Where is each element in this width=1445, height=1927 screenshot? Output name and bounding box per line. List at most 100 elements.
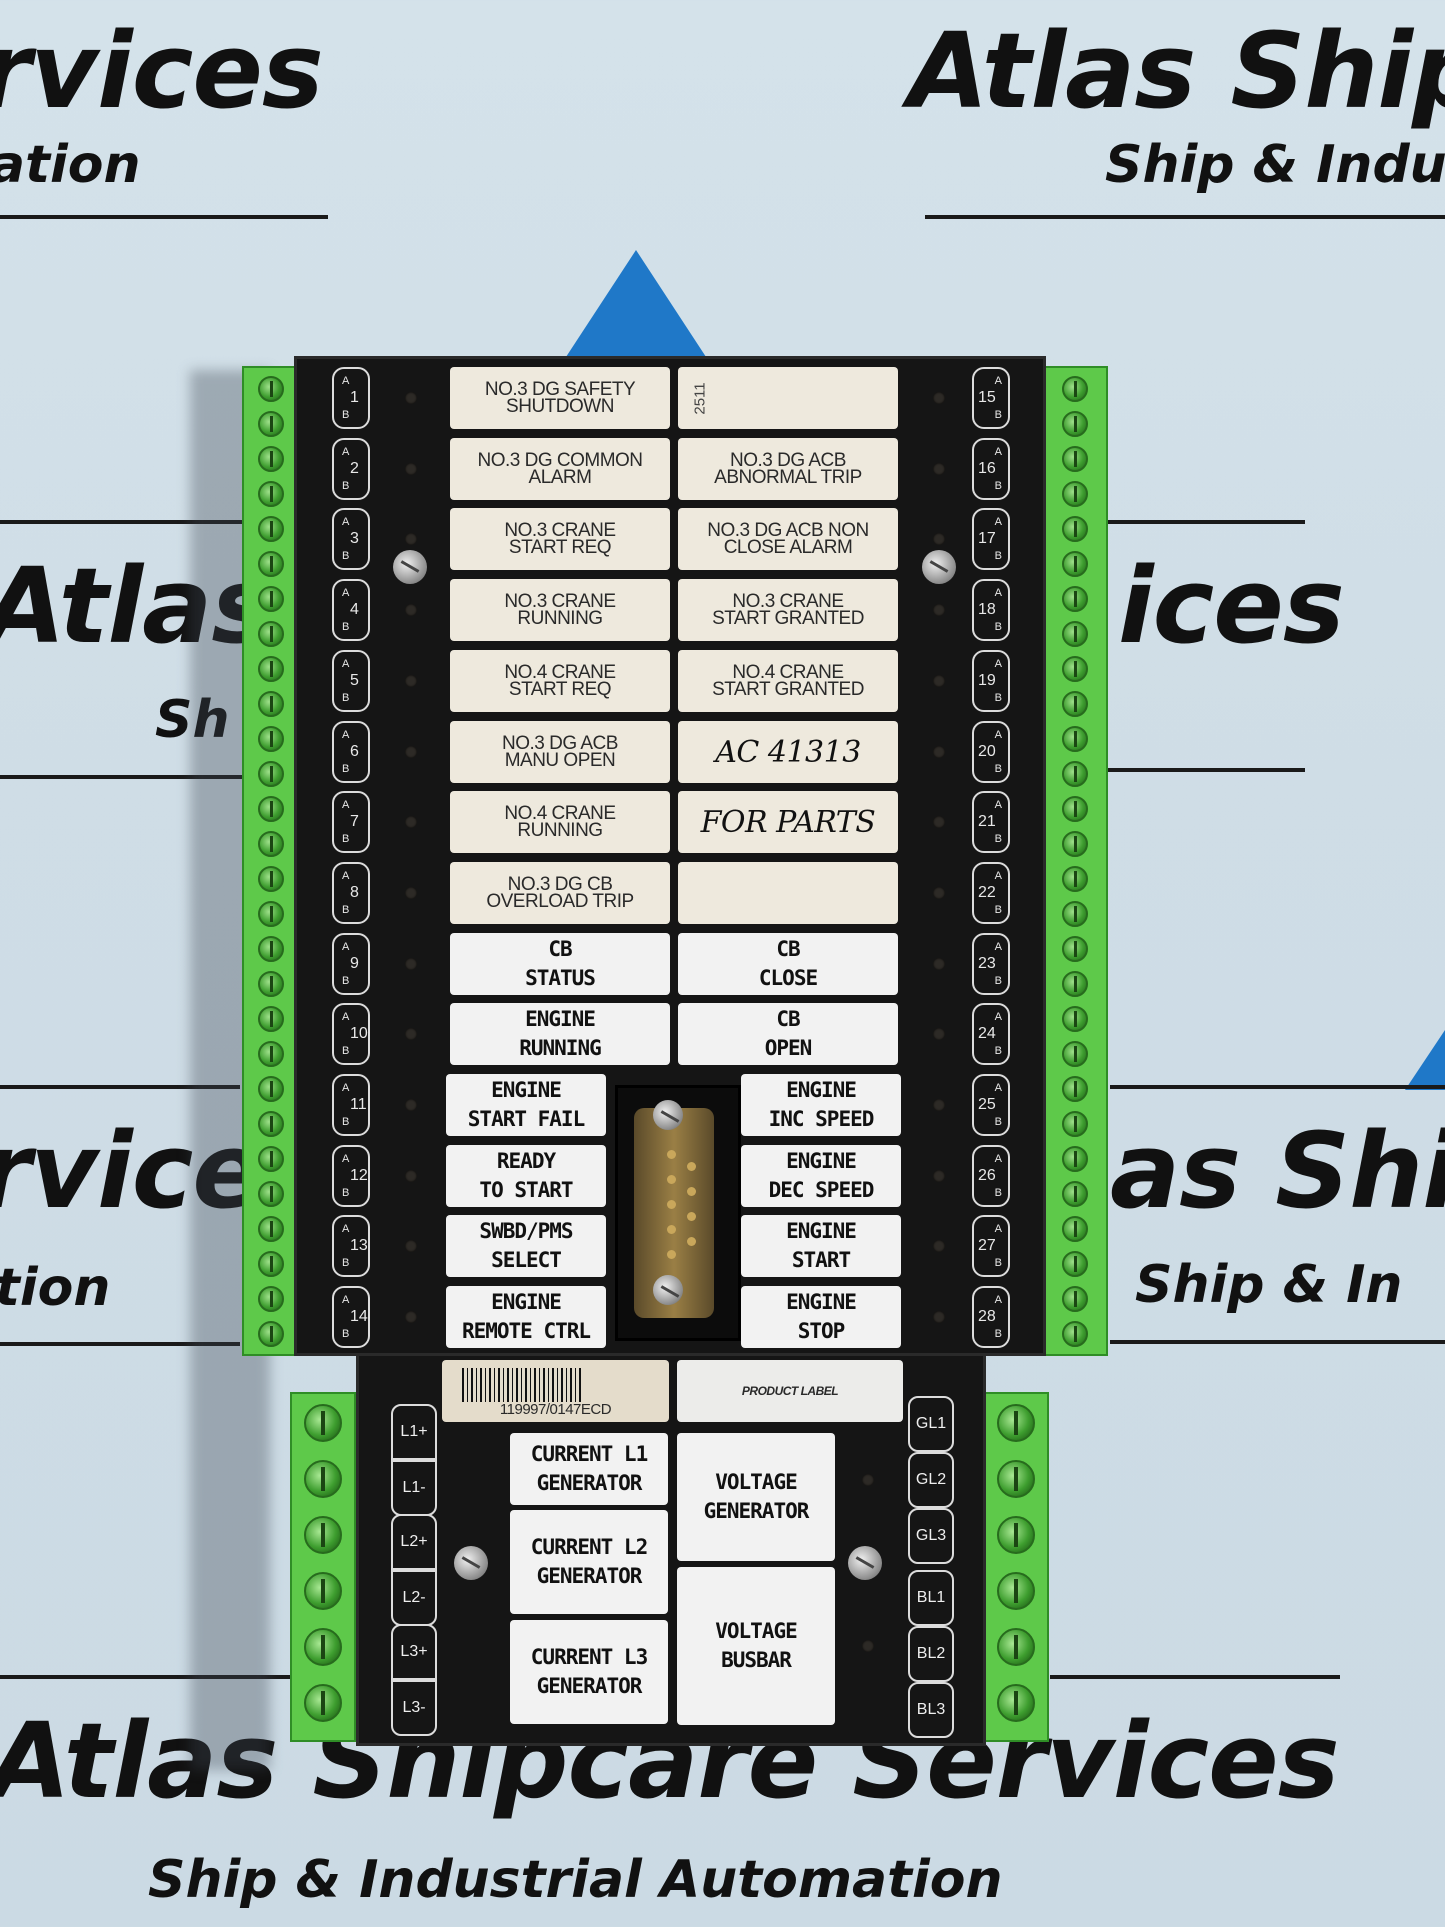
- terminal-screw[interactable]: [258, 1111, 284, 1137]
- lower-terminal-gl2: GL2: [908, 1452, 954, 1508]
- terminal-screw[interactable]: [258, 446, 284, 472]
- channel-label-9-line2: STATUS: [525, 966, 596, 990]
- terminal-screw[interactable]: [258, 1181, 284, 1207]
- terminal-screw[interactable]: [1062, 411, 1088, 437]
- terminal-screw[interactable]: [258, 1146, 284, 1172]
- terminal-screw[interactable]: [258, 1321, 284, 1347]
- channel-label-17-line2: CLOSE ALARM: [723, 537, 853, 558]
- rule-mid-right-2: [1090, 768, 1305, 772]
- terminal-screw[interactable]: [258, 586, 284, 612]
- terminal-screw[interactable]: [1062, 691, 1088, 717]
- terminal-screw[interactable]: [1062, 376, 1088, 402]
- terminal-screw[interactable]: [258, 1076, 284, 1102]
- terminal-screw[interactable]: [997, 1460, 1035, 1498]
- terminal-screw[interactable]: [258, 761, 284, 787]
- terminal-screw[interactable]: [1062, 551, 1088, 577]
- terminal-screw[interactable]: [1062, 1251, 1088, 1277]
- terminal-screw[interactable]: [258, 1041, 284, 1067]
- terminal-screw[interactable]: [1062, 1111, 1088, 1137]
- voltage-bus-line1: VOLTAGE: [715, 1619, 798, 1643]
- terminal-screw[interactable]: [1062, 1006, 1088, 1032]
- channel-label-6-line1: NO.3 DG ACB: [502, 733, 618, 754]
- terminal-number: 28: [978, 1308, 996, 1325]
- terminal-screw[interactable]: [258, 516, 284, 542]
- terminal-screw[interactable]: [258, 411, 284, 437]
- terminal-b-marker: B: [994, 833, 1002, 845]
- terminal-b-marker: B: [342, 480, 350, 492]
- db9-top-screw: [653, 1100, 683, 1130]
- terminal-screw[interactable]: [1062, 1216, 1088, 1242]
- terminal-screw[interactable]: [258, 551, 284, 577]
- terminal-screw[interactable]: [1062, 516, 1088, 542]
- product-label-text: PRODUCT LABEL: [741, 1383, 839, 1398]
- terminal-screw[interactable]: [1062, 621, 1088, 647]
- terminal-screw[interactable]: [304, 1628, 342, 1666]
- terminal-b-marker: B: [342, 1257, 350, 1269]
- terminal-screw[interactable]: [258, 1251, 284, 1277]
- terminal-screw[interactable]: [304, 1684, 342, 1722]
- terminal-screw[interactable]: [258, 901, 284, 927]
- terminal-screw[interactable]: [258, 376, 284, 402]
- terminal-screw[interactable]: [258, 656, 284, 682]
- terminal-screw[interactable]: [1062, 831, 1088, 857]
- status-led-5: [405, 675, 417, 687]
- terminal-screw[interactable]: [997, 1404, 1035, 1442]
- logo-triangle-right: [1405, 1030, 1445, 1090]
- terminal-screw[interactable]: [1062, 656, 1088, 682]
- led-voltage-generator: [862, 1474, 874, 1486]
- terminal-screw[interactable]: [1062, 796, 1088, 822]
- terminal-screw[interactable]: [1062, 446, 1088, 472]
- status-led-27: [933, 1240, 945, 1252]
- terminal-screw[interactable]: [1062, 1041, 1088, 1067]
- terminal-a-marker: A: [342, 1223, 350, 1235]
- terminal-screw[interactable]: [1062, 1181, 1088, 1207]
- terminal-screw[interactable]: [258, 866, 284, 892]
- terminal-screw[interactable]: [1062, 866, 1088, 892]
- terminal-screw[interactable]: [258, 1006, 284, 1032]
- terminal-screw[interactable]: [1062, 1321, 1088, 1347]
- terminal-screw[interactable]: [258, 796, 284, 822]
- terminal-screw[interactable]: [1062, 586, 1088, 612]
- terminal-screw[interactable]: [1062, 1286, 1088, 1312]
- terminal-screw[interactable]: [997, 1516, 1035, 1554]
- terminal-number: 15: [978, 389, 996, 406]
- terminal-screw[interactable]: [304, 1572, 342, 1610]
- status-led-26: [933, 1170, 945, 1182]
- terminal-screw[interactable]: [258, 1216, 284, 1242]
- terminal-a-marker: A: [342, 1153, 350, 1165]
- terminal-a-marker: A: [994, 587, 1002, 599]
- terminal-screw[interactable]: [1062, 901, 1088, 927]
- terminal-screw[interactable]: [258, 936, 284, 962]
- terminal-b-marker: B: [994, 904, 1002, 916]
- terminal-screw[interactable]: [304, 1404, 342, 1442]
- terminal-screw[interactable]: [258, 971, 284, 997]
- terminal-screw[interactable]: [1062, 936, 1088, 962]
- terminal-screw[interactable]: [1062, 1076, 1088, 1102]
- terminal-screw[interactable]: [997, 1572, 1035, 1610]
- terminal-number: 1: [350, 389, 359, 406]
- terminal-screw[interactable]: [304, 1460, 342, 1498]
- terminal-screw[interactable]: [258, 481, 284, 507]
- terminal-number: 16: [978, 460, 996, 477]
- terminal-strip-lower-right: [983, 1392, 1049, 1742]
- terminal-screw[interactable]: [997, 1628, 1035, 1666]
- terminal-screw[interactable]: [1062, 481, 1088, 507]
- terminal-b-marker: B: [994, 1328, 1002, 1340]
- terminal-screw[interactable]: [258, 621, 284, 647]
- terminal-screw[interactable]: [1062, 761, 1088, 787]
- terminal-screw[interactable]: [1062, 726, 1088, 752]
- current-l3-line2: GENERATOR: [536, 1674, 643, 1698]
- channel-label-22: [678, 862, 898, 924]
- terminal-screw[interactable]: [1062, 971, 1088, 997]
- terminal-screw[interactable]: [1062, 1146, 1088, 1172]
- terminal-screw[interactable]: [304, 1516, 342, 1554]
- terminal-screw[interactable]: [258, 691, 284, 717]
- terminal-screw[interactable]: [258, 831, 284, 857]
- terminal-screw[interactable]: [258, 726, 284, 752]
- terminal-screw[interactable]: [258, 1286, 284, 1312]
- terminal-screw[interactable]: [997, 1684, 1035, 1722]
- rule-top-right: [925, 215, 1445, 219]
